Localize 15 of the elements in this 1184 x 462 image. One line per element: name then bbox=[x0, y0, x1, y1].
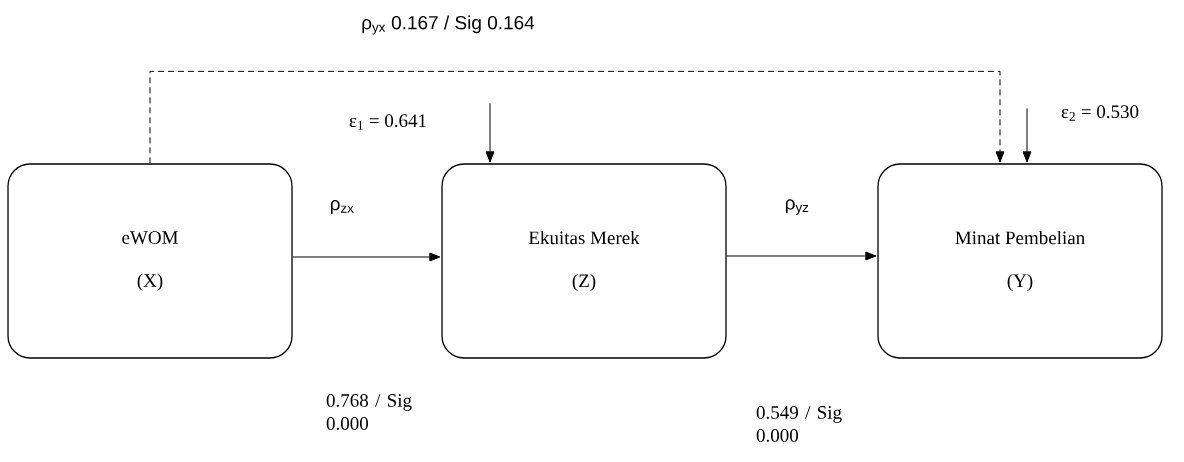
arrow bbox=[1022, 107, 1032, 163]
arrow bbox=[149, 70, 1005, 164]
edge-label: ρ$_{yx}$ 0.167 / Sig 0.164 bbox=[360, 14, 536, 36]
edge-label: ε$_{1}$ = 0.641 bbox=[347, 113, 429, 131]
path-coefficient: 0.768 / Sig 0.000 bbox=[326, 394, 412, 430]
arrow bbox=[292, 252, 441, 262]
edge-label: ρ$_{yz}$ bbox=[783, 198, 811, 216]
arrow bbox=[726, 251, 877, 261]
variable-box: Minat Pembelian (Y) bbox=[877, 163, 1163, 359]
arrow bbox=[485, 102, 495, 163]
edge-label: ρ$_{zx}$ bbox=[328, 198, 356, 216]
variable-box: Ekuitas Merek (Z) bbox=[441, 163, 727, 359]
path-coefficient: 0.549 / Sig 0.000 bbox=[756, 406, 842, 442]
variable-box: eWOM (X) bbox=[7, 163, 293, 359]
edge-label: ε$_{2}$ = 0.530 bbox=[1059, 104, 1141, 122]
